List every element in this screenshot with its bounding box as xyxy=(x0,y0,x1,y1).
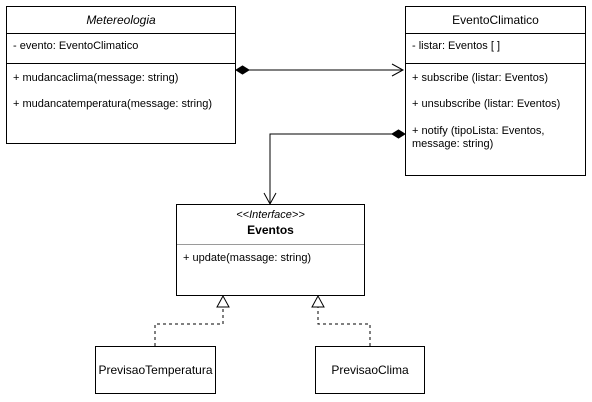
method: + unsubscribe (listar: Eventos) xyxy=(412,98,561,110)
hollow-triangle-arrowhead xyxy=(216,294,230,308)
method: + mudancaclima(message: string) xyxy=(13,72,179,84)
composition-eventoclimatico-eventos xyxy=(263,129,406,206)
method: + notify (tipoLista: Eventos, message: s… xyxy=(412,125,545,150)
separator xyxy=(406,33,585,34)
class-metereologia[interactable]: Metereologia - evento: EventoClimatico +… xyxy=(6,6,236,144)
method: + subscribe (listar: Eventos) xyxy=(412,72,549,84)
separator xyxy=(177,244,364,245)
attribute: - listar: Eventos [ ] xyxy=(412,40,501,52)
hollow-triangle-arrowhead xyxy=(311,294,325,308)
separator xyxy=(406,63,585,64)
class-name: PrevisaoTemperatura xyxy=(98,363,213,377)
separator xyxy=(7,33,235,34)
method: + mudancatemperatura(message: string) xyxy=(13,98,213,110)
class-previsaoclima[interactable]: PrevisaoClima xyxy=(315,346,425,394)
class-name: Metereologia xyxy=(86,13,156,27)
open-arrowhead xyxy=(391,63,405,77)
realization-previsaoclima-eventos xyxy=(311,294,371,346)
composition-diamond xyxy=(391,129,406,139)
interface-eventos[interactable]: <<Interface>> Eventos + update(massage: … xyxy=(176,204,365,296)
realization-previsaotemperatura-eventos xyxy=(154,294,230,346)
class-name: EventoClimatico xyxy=(452,13,539,27)
class-eventoclimatico[interactable]: EventoClimatico - listar: Eventos [ ] + … xyxy=(405,6,586,176)
method: + update(massage: string) xyxy=(183,252,312,264)
class-name: PrevisaoClima xyxy=(331,363,409,377)
interface-name: Eventos xyxy=(247,223,294,237)
composition-diamond xyxy=(235,65,250,75)
separator xyxy=(7,63,235,64)
composition-metereologia-eventoclimatico xyxy=(235,63,405,77)
stereotype: <<Interface>> xyxy=(236,209,305,221)
attribute: - evento: EventoClimatico xyxy=(13,40,139,52)
class-previsaotemperatura[interactable]: PrevisaoTemperatura xyxy=(95,346,216,394)
